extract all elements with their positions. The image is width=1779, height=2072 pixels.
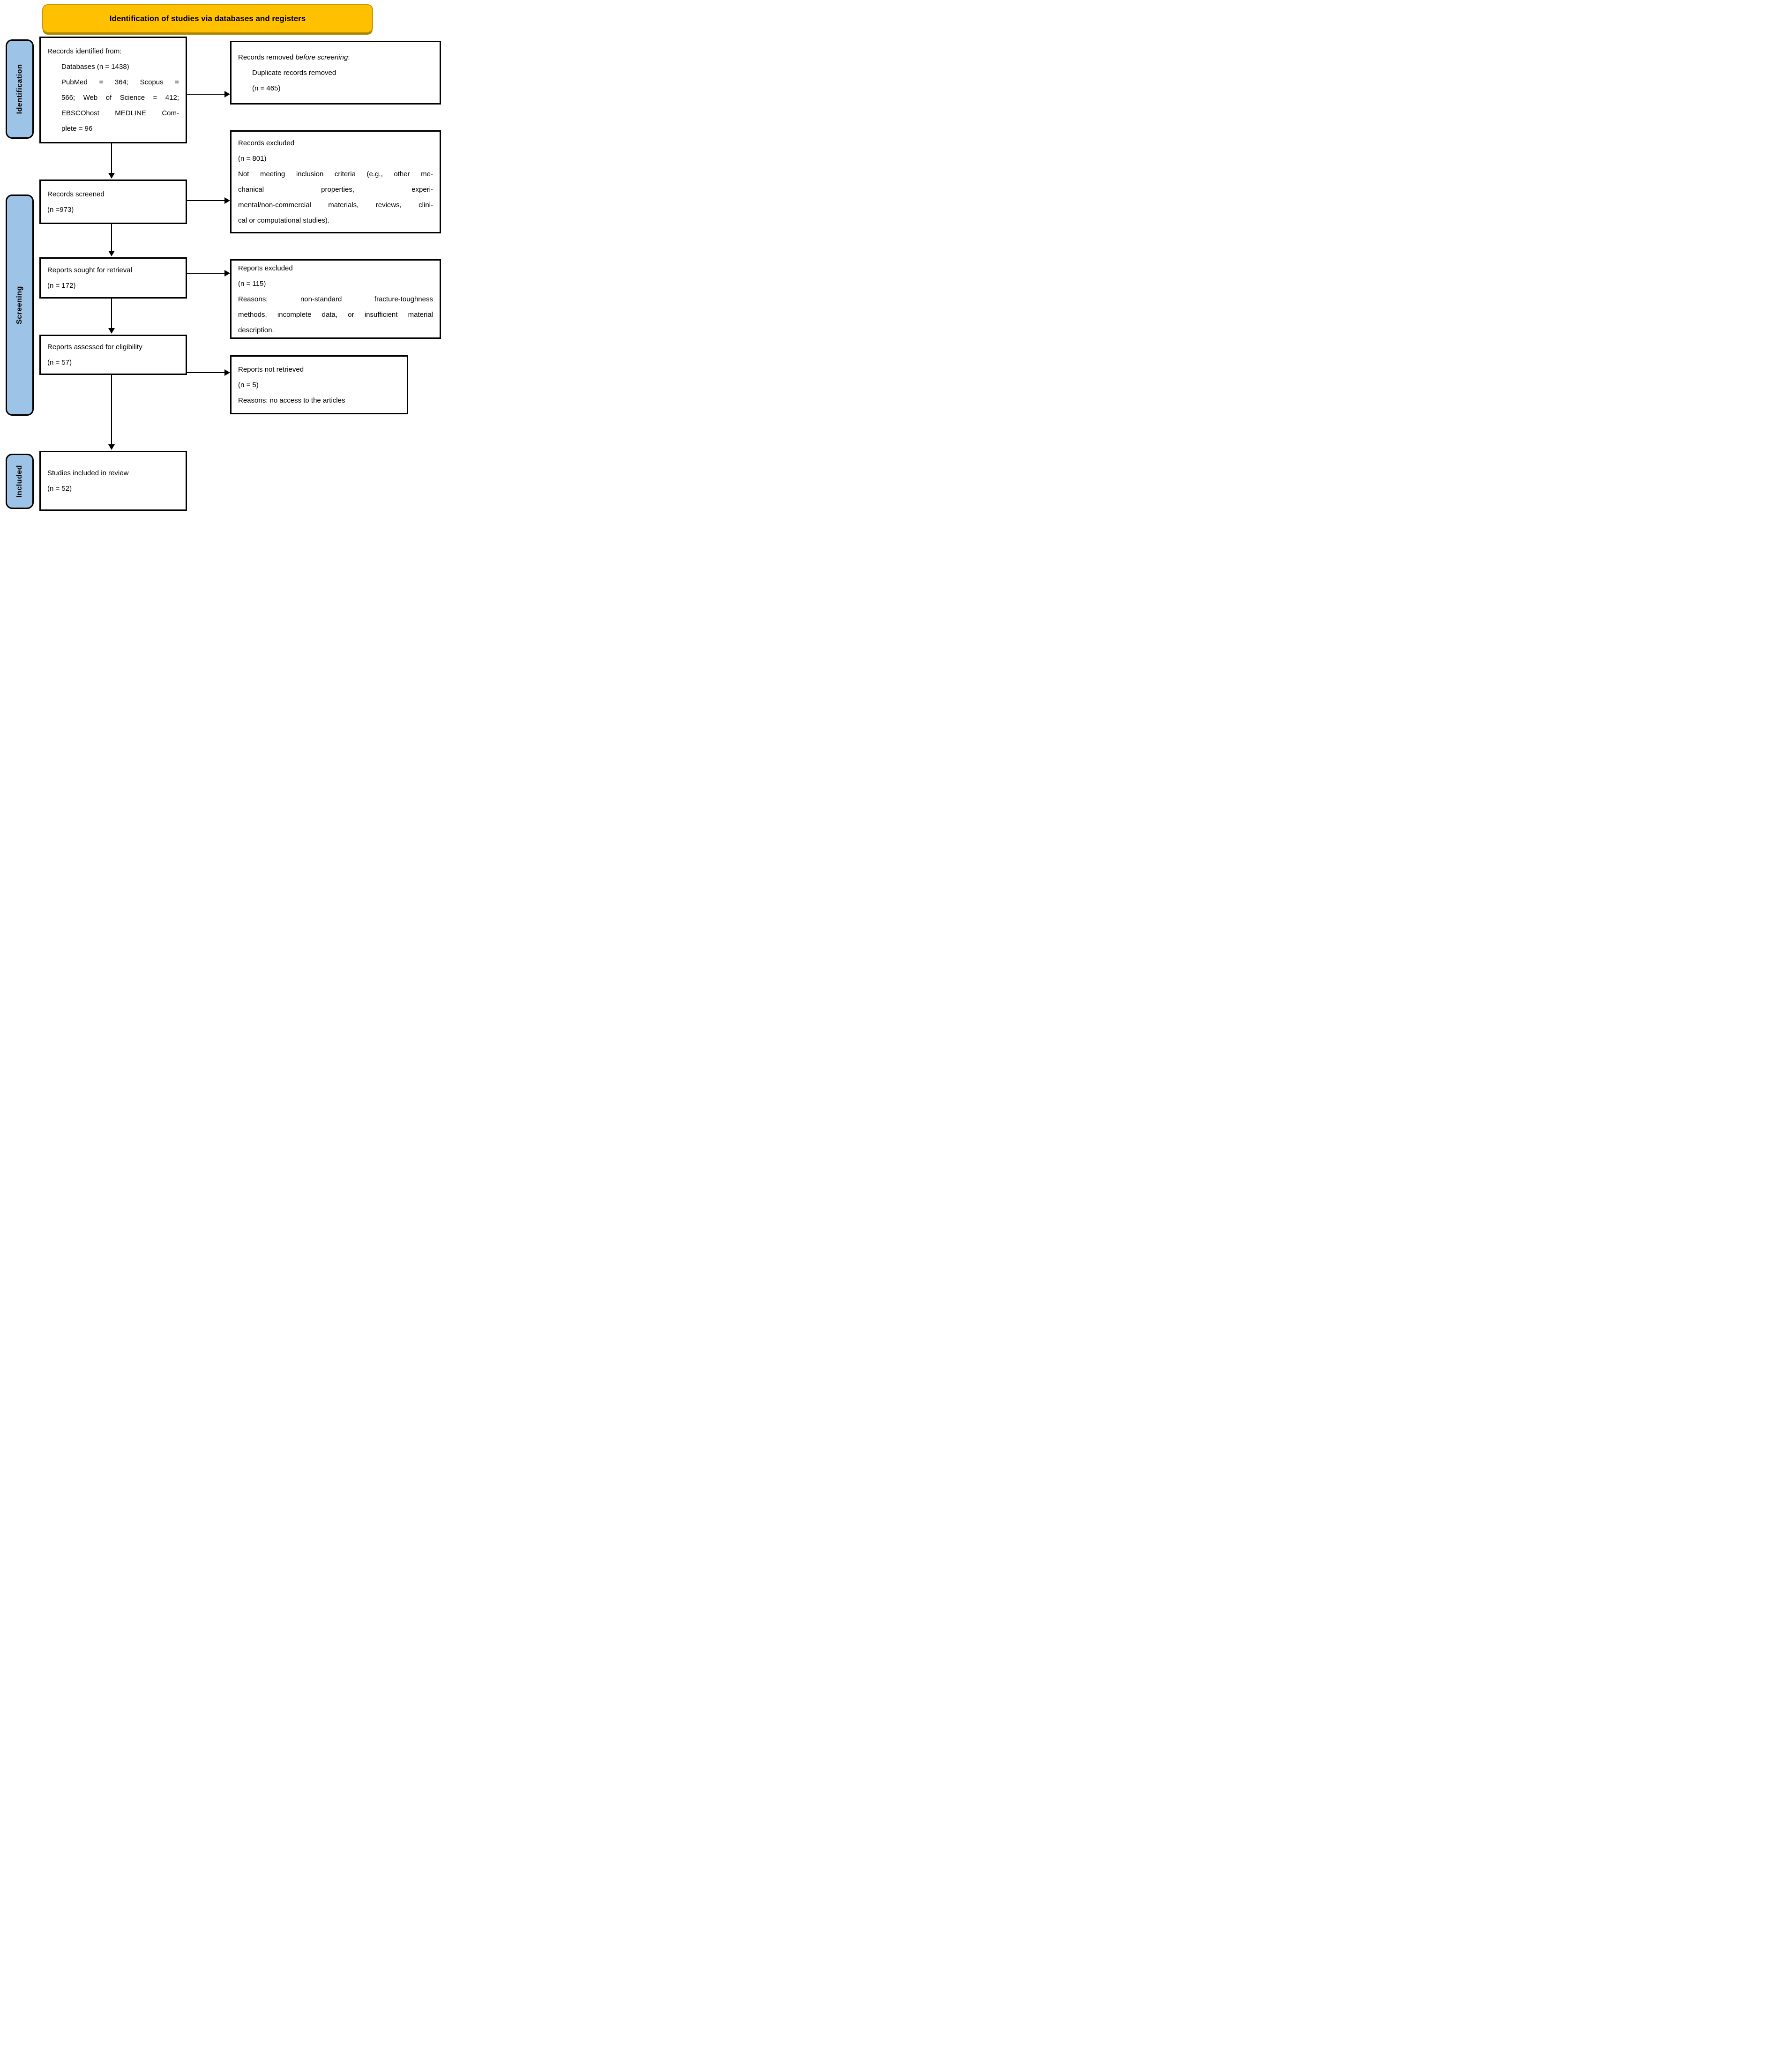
text-line: Records excluded <box>238 139 295 147</box>
arrow-identified-to-screened <box>108 143 115 179</box>
arrow-right-icon <box>224 197 230 204</box>
text-line: (n = 172) <box>47 282 76 290</box>
arrow-down-icon <box>108 444 115 450</box>
arrow-sought-to-reports-excluded <box>187 270 230 277</box>
text-line: EBSCOhost MEDLINE Com- <box>61 109 179 117</box>
arrow-assessed-to-not-retrieved <box>187 369 230 376</box>
text-line: methods, incomplete data, or insufficien… <box>238 310 433 319</box>
box-reports-excluded: Reports excluded (n = 115) Reasons: non-st… <box>230 259 441 339</box>
arrow-shaft <box>187 372 225 373</box>
arrow-shaft <box>111 224 112 251</box>
text-line: cal or computational studies). <box>238 217 330 224</box>
text-line: Reasons: no access to the articles <box>238 396 345 404</box>
text-line: Reasons: non-standard fracture-toughness <box>238 295 433 303</box>
text-line: (n = 5) <box>238 381 259 389</box>
box-reports-not-retrieved: Reports not retrieved (n = 5) Reasons: no … <box>230 355 408 414</box>
text-line: Not meeting inclusion criteria (e.g., ot… <box>238 170 433 178</box>
prisma-flow-diagram: Identification of studies via databases … <box>0 0 445 518</box>
box-records-screened-text: Records screened (n =973) <box>41 187 186 217</box>
text-line: 566; Web of Science = 412; <box>61 94 179 102</box>
arrow-identified-to-removed <box>187 91 230 97</box>
stage-label-screening: Screening <box>6 194 34 416</box>
text-line: Reports not retrieved <box>238 365 304 374</box>
box-records-screened: Records screened (n =973) <box>39 180 187 224</box>
text-line: Reports excluded <box>238 264 293 272</box>
arrow-shaft <box>187 200 225 201</box>
arrow-shaft <box>111 375 112 445</box>
arrow-right-icon <box>224 369 230 376</box>
text-line: (n = 801) <box>238 155 267 163</box>
box-reports-assessed-text: Reports assessed for eligibility (n = 57) <box>41 339 186 370</box>
arrow-screened-to-sought <box>108 224 115 256</box>
text-line: Studies included in review <box>47 469 129 477</box>
text-line: (n = 465) <box>252 84 281 92</box>
arrow-sought-to-assessed <box>108 299 115 334</box>
stage-label-screening-text: Screening <box>15 286 24 324</box>
box-reports-excluded-text: Reports excluded (n = 115) Reasons: non-st… <box>232 261 440 338</box>
text-line: Records removed before screening: <box>238 53 350 61</box>
box-records-excluded: Records excluded (n = 801) Not meeting inc… <box>230 130 441 233</box>
text-line: plete = 96 <box>61 125 93 133</box>
arrow-right-icon <box>224 270 230 277</box>
box-records-identified: Records identified from: Databases (n = 1… <box>39 37 187 143</box>
box-studies-included-text: Studies included in review (n = 52) <box>41 465 186 496</box>
arrow-shaft <box>187 273 225 274</box>
text-line: Reports sought for retrieval <box>47 266 132 274</box>
text-line: Records identified from: <box>47 47 122 55</box>
text-line: Databases (n = 1438) <box>61 63 129 71</box>
box-reports-not-retrieved-text: Reports not retrieved (n = 5) Reasons: no … <box>232 362 407 408</box>
arrow-shaft <box>187 94 225 95</box>
box-records-excluded-text: Records excluded (n = 801) Not meeting inc… <box>232 135 440 228</box>
box-reports-assessed-for-eligibility: Reports assessed for eligibility (n = 57) <box>39 335 187 375</box>
text-line: description. <box>238 326 274 334</box>
arrow-right-icon <box>224 91 230 97</box>
arrow-screened-to-excluded <box>187 197 230 204</box>
arrow-assessed-to-included <box>108 375 115 450</box>
arrow-down-icon <box>108 328 115 334</box>
box-reports-sought-for-retrieval: Reports sought for retrieval (n = 172) <box>39 257 187 299</box>
box-studies-included-in-review: Studies included in review (n = 52) <box>39 451 187 511</box>
arrow-shaft <box>111 143 112 173</box>
stage-label-identification-text: Identification <box>15 64 23 114</box>
text-line: (n = 57) <box>47 359 72 367</box>
text-line: Reports assessed for eligibility <box>47 343 142 351</box>
box-reports-sought-text: Reports sought for retrieval (n = 172) <box>41 262 186 293</box>
box-records-removed-text: Records removed before screening: Duplica… <box>232 50 440 96</box>
text-line: (n =973) <box>47 205 74 214</box>
text-line: mental/non-commercial materials, reviews… <box>238 201 433 209</box>
text-line: chanical properties, experi- <box>238 186 433 194</box>
box-records-identified-text: Records identified from: Databases (n = 1… <box>41 44 186 136</box>
arrow-down-icon <box>108 173 115 179</box>
text-line: Records screened <box>47 190 105 198</box>
diagram-title-text: Identification of studies via databases … <box>109 14 306 23</box>
arrow-shaft <box>111 299 112 329</box>
stage-label-included-text: Included <box>15 465 23 498</box>
text-line: (n = 52) <box>47 485 72 493</box>
diagram-title: Identification of studies via databases … <box>42 4 373 33</box>
stage-label-included: Included <box>6 454 34 509</box>
arrow-down-icon <box>108 251 115 256</box>
text-line: (n = 115) <box>238 279 266 288</box>
box-records-removed-before-screening: Records removed before screening: Duplica… <box>230 41 441 105</box>
stage-label-identification: Identification <box>6 39 34 139</box>
text-line: PubMed = 364; Scopus = <box>61 78 179 86</box>
text-line: Duplicate records removed <box>252 68 336 77</box>
